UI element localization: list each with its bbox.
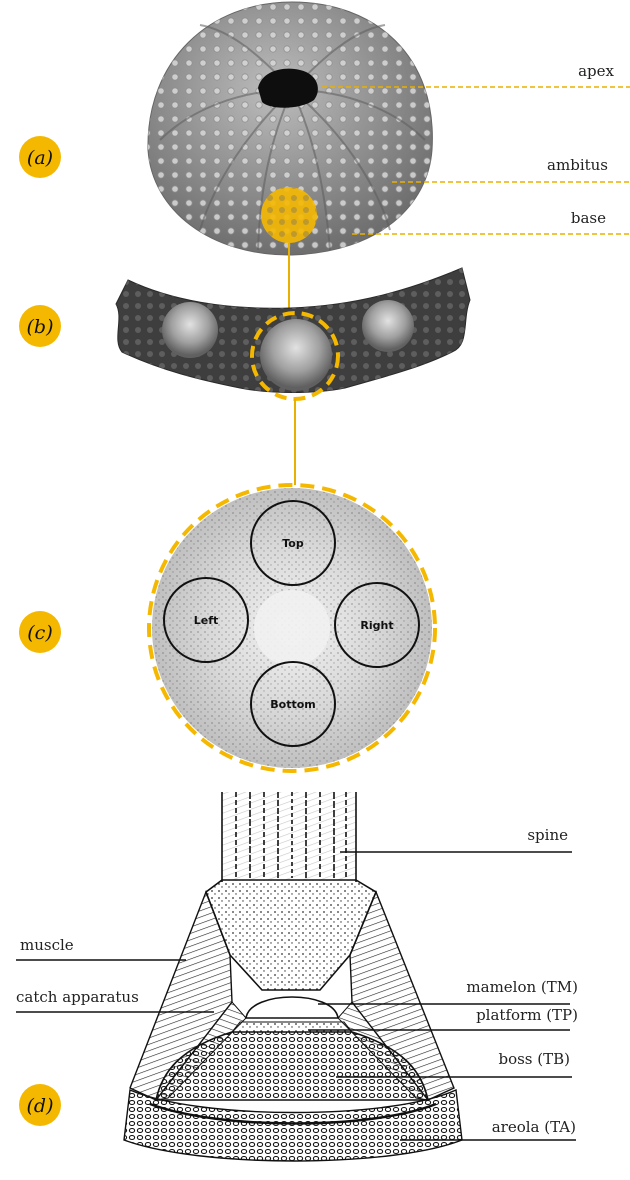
tubercle-center [260, 319, 332, 391]
zone-left-label: Left [194, 614, 219, 627]
catch-label: catch apparatus [16, 988, 139, 1006]
zone-top-label: Top [282, 537, 304, 550]
mamelon-dome [245, 996, 339, 1019]
zone-left [163, 577, 249, 663]
panel-d-tag-badge [19, 1084, 61, 1126]
panel-a-tag-badge [19, 136, 61, 178]
mamelon-label: mamelon (TM) [466, 978, 578, 996]
urchin-test-shell [147, 1, 433, 256]
zone-bottom [250, 661, 336, 747]
panel-c: Top Left Right Bottom (c) [19, 483, 437, 773]
zone-bottom-label: Bottom [270, 698, 315, 711]
base-label: base [571, 209, 606, 227]
tubercle-center-area [254, 590, 330, 666]
panel-b: (b) [19, 267, 471, 401]
panel-d: spine muscle catch apparatus mamelon (TM… [16, 792, 578, 1162]
tubercle-left [162, 302, 218, 358]
zone-top [250, 500, 336, 586]
ambitus-label: ambitus [547, 156, 608, 174]
apex-label: apex [578, 62, 614, 80]
spine-label: spine [527, 826, 568, 844]
areola-label: areola (TA) [492, 1118, 576, 1136]
panel-b-tag: (b) [27, 316, 54, 338]
panel-c-tag-badge [19, 611, 61, 653]
tubercle-right [362, 300, 414, 352]
closeup-border [147, 483, 437, 773]
panel-b-tag-badge [19, 305, 61, 347]
panel-a-tag: (a) [27, 147, 53, 169]
zone-right-label: Right [360, 619, 393, 632]
panel-c-tag: (c) [27, 622, 52, 644]
panel-a: apex ambitus base (a) [19, 1, 630, 256]
panel-d-tag: (d) [27, 1095, 54, 1117]
zone-right [334, 582, 420, 668]
boss-label: boss (TB) [498, 1050, 570, 1068]
muscle-label: muscle [20, 936, 74, 954]
platform-label: platform (TP) [476, 1006, 578, 1024]
apex-opening [258, 68, 318, 108]
spine-shaft [221, 792, 357, 882]
